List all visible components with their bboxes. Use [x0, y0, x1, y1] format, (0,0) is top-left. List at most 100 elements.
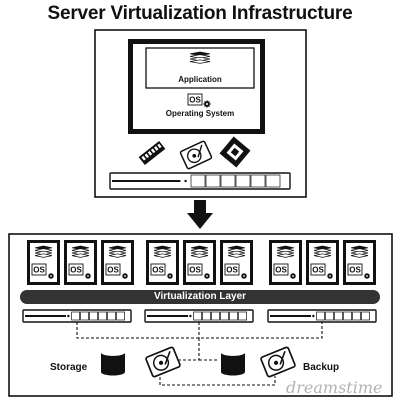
stack-layer [313, 253, 332, 258]
server-bay [107, 311, 116, 321]
server-slot [270, 315, 312, 317]
vm-card: OS [220, 240, 253, 285]
db-rim [221, 368, 245, 376]
os-frame [224, 263, 240, 276]
stack-layer [190, 253, 209, 258]
dashed-link [159, 372, 276, 386]
stack-layer [350, 253, 369, 258]
ram-chip [150, 148, 156, 154]
server-bay [202, 311, 211, 321]
server-bay [220, 174, 236, 188]
backup-label: Backup [303, 362, 340, 373]
os-frame [187, 263, 203, 276]
stack-layer [71, 253, 90, 258]
watermark: dreamstime [286, 378, 383, 397]
hdd-spindle [192, 153, 197, 158]
gear-icon [122, 273, 128, 279]
hard-drive-icon [145, 346, 181, 378]
vm-card: OS [306, 240, 339, 285]
hard-drive-icon [179, 140, 213, 170]
server-led [312, 314, 315, 318]
server-bay [211, 311, 220, 321]
os-text: OS [226, 266, 238, 275]
cpu-icon [219, 136, 251, 168]
ram-icon [138, 141, 166, 165]
vm-card: OS [269, 240, 302, 285]
os-text: OS [107, 266, 119, 275]
virtualization-layer-label: Virtualization Layer [153, 291, 247, 302]
server-bay [238, 311, 247, 321]
os-badge: OS [273, 263, 289, 276]
os-frame [310, 263, 326, 276]
cpu-die [230, 147, 240, 157]
server-bay [205, 174, 221, 188]
virtualization-layer-bar [20, 290, 380, 304]
os-frame [187, 93, 203, 106]
os-text: OS [349, 266, 361, 275]
os-frame [68, 263, 84, 276]
os-badge: OS [187, 263, 203, 276]
os-badge: OS [68, 263, 84, 276]
stack-layer [189, 59, 211, 64]
hdd-arm [197, 144, 203, 158]
os-text: OS [70, 266, 82, 275]
gear-hole [205, 102, 209, 106]
os-text: OS [33, 266, 45, 275]
os-text: OS [189, 266, 201, 275]
gear-hole [243, 275, 245, 277]
server-led [184, 179, 187, 183]
os-text: OS [312, 266, 324, 275]
ram-chip [157, 143, 162, 149]
stack-icon [108, 245, 127, 258]
stack-icon [34, 245, 53, 258]
server-bay [80, 311, 89, 321]
ram-chip [144, 153, 149, 159]
storage-label: Storage [50, 362, 88, 373]
ram-chip [147, 151, 153, 156]
operating-system-label: Operating System [165, 109, 235, 118]
storage-database-icon [100, 348, 126, 376]
stack-layer [34, 253, 53, 258]
gear-icon [167, 273, 173, 279]
gear-hole [87, 275, 89, 277]
vm-card: OS [101, 240, 134, 285]
db-rim [221, 356, 245, 364]
virtual-server [22, 309, 132, 323]
gear-hole [329, 275, 331, 277]
gear-icon [364, 273, 370, 279]
hdd-spindle [158, 360, 164, 365]
stack-icon [313, 245, 332, 258]
os-frame [105, 263, 121, 276]
down-arrow-icon [187, 200, 213, 229]
hard-drive-icon [260, 346, 296, 378]
os-text: OS [189, 96, 201, 105]
transition-group [187, 200, 213, 229]
stack-icon [153, 245, 172, 258]
gear-hole [50, 275, 52, 277]
host-server [109, 172, 291, 190]
stack-icon [350, 245, 369, 258]
server-led [67, 314, 70, 318]
stack-layer [276, 253, 295, 258]
server-bay [71, 311, 80, 321]
gear-icon [327, 273, 333, 279]
virtual-server [144, 309, 254, 323]
server-slot [147, 315, 189, 317]
os-badge: OS [187, 93, 203, 106]
os-frame [347, 263, 363, 276]
server-bay [98, 311, 107, 321]
gear-hole [292, 275, 294, 277]
gear-hole [124, 275, 126, 277]
dashed-link [76, 322, 323, 339]
vm-card: OS [27, 240, 60, 285]
vm-card: OS [343, 240, 376, 285]
db-rim [101, 368, 125, 376]
os-badge: OS [150, 263, 166, 276]
gear-icon [204, 273, 210, 279]
os-frame [150, 263, 166, 276]
server-bay [343, 311, 352, 321]
gear-icon [85, 273, 91, 279]
vm-card: OS [183, 240, 216, 285]
server-bay [190, 174, 206, 188]
